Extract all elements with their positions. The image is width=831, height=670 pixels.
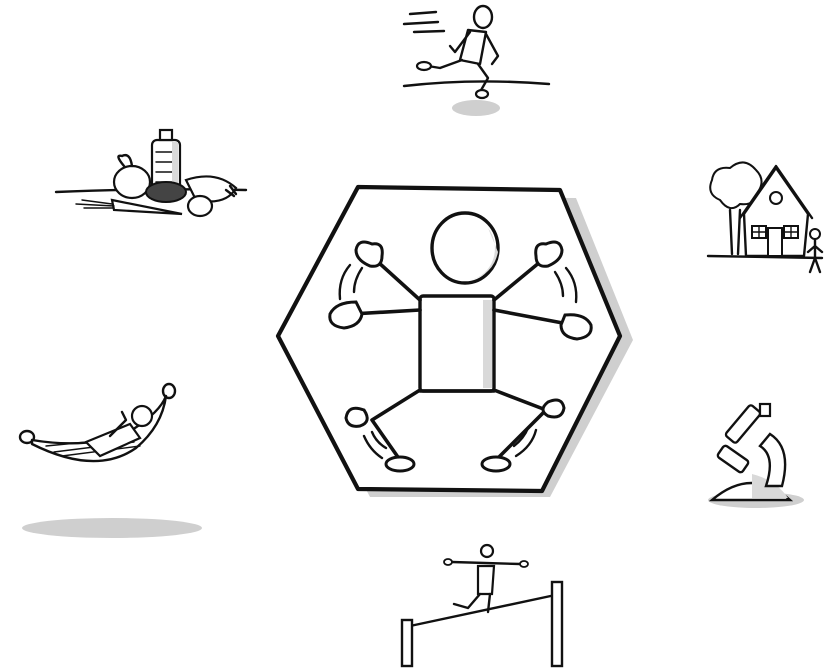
microscope-icon xyxy=(708,404,804,508)
balance-beam-figure-icon xyxy=(402,545,562,666)
house-icon xyxy=(708,162,822,272)
running-figure-icon xyxy=(404,6,549,116)
hammock-rest-icon xyxy=(20,384,202,538)
healthy-food-icon xyxy=(56,130,246,216)
